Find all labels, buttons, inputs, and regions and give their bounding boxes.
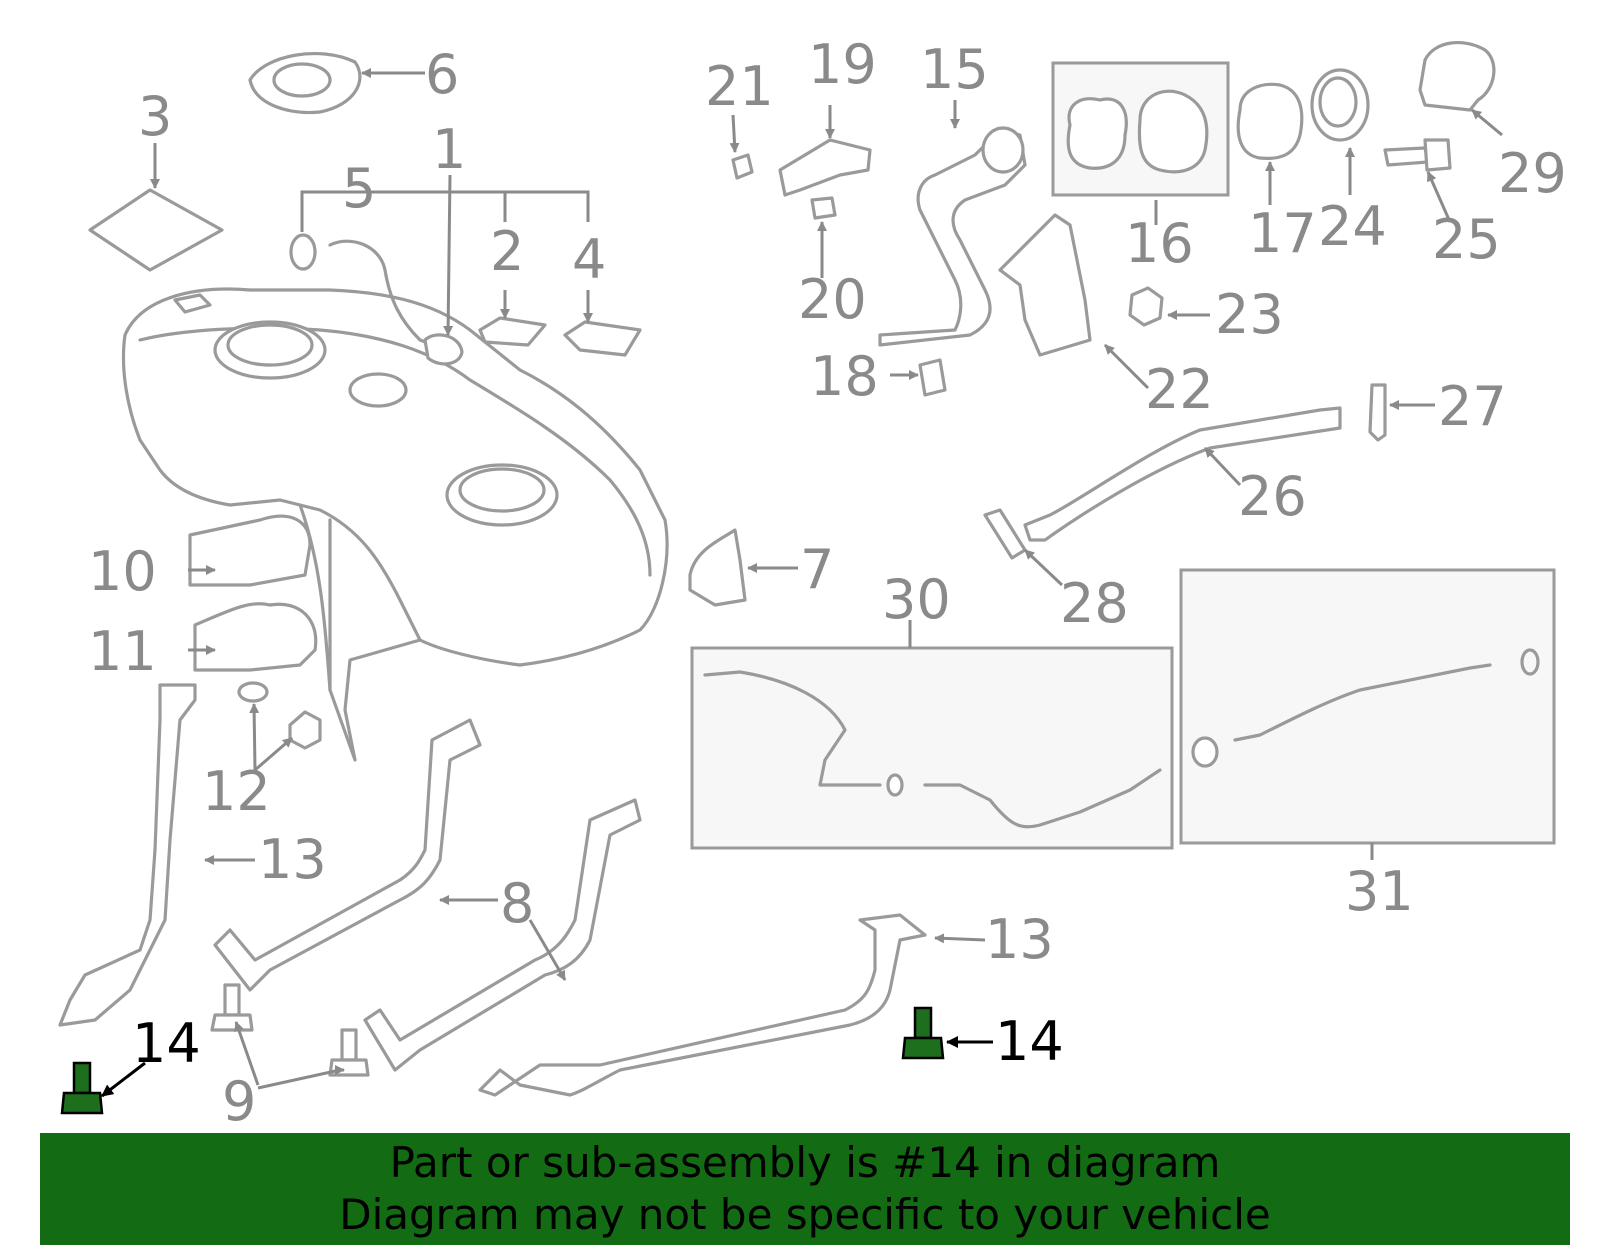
gaskets-parts-16-17-24	[1051, 61, 1370, 197]
callout-18: 18	[810, 345, 879, 408]
callout-13-right: 13	[985, 908, 1054, 971]
callout-11: 11	[88, 620, 157, 683]
bolt-part-14-right	[901, 1006, 945, 1060]
bracket-part-22	[998, 213, 1092, 357]
hose-part-26	[1023, 406, 1342, 542]
callout-29: 29	[1498, 142, 1567, 205]
filler-pipe-part-15	[878, 126, 1027, 347]
callout-12: 12	[202, 760, 271, 823]
callout-26: 26	[1238, 465, 1307, 528]
assembly-box-part-30	[690, 646, 1174, 850]
callout-19: 19	[808, 33, 877, 96]
callout-13-left: 13	[258, 828, 327, 891]
callout-28: 28	[1060, 572, 1129, 635]
bracket-part-7	[688, 528, 747, 607]
callout-3: 3	[138, 85, 172, 148]
callout-2: 2	[490, 220, 524, 283]
fuel-tank-drawing	[121, 287, 669, 762]
bolt-part-25	[1383, 138, 1452, 172]
hose-part-5	[289, 233, 464, 366]
strap-part-13-left	[58, 683, 197, 1027]
strap-parts-10-11	[188, 514, 318, 672]
strap-part-13-right	[478, 913, 927, 1097]
callout-21: 21	[705, 55, 774, 118]
callout-14-left: 14	[132, 1012, 201, 1075]
small-parts-18-19-20-21	[731, 138, 947, 397]
callout-1: 1	[432, 118, 466, 181]
callout-14-right: 14	[995, 1010, 1064, 1073]
callout-7: 7	[800, 538, 834, 601]
straps-part-8	[213, 718, 642, 1072]
leader-lines	[101, 68, 1503, 1098]
clip-part-27	[1368, 383, 1387, 442]
callout-16: 16	[1125, 212, 1194, 275]
callout-31: 31	[1345, 860, 1414, 923]
pads-parts-2-3-4-6	[88, 51, 642, 357]
bolts-part-9	[210, 983, 370, 1077]
bolt-part-14-left	[60, 1061, 104, 1115]
callout-6: 6	[425, 43, 459, 106]
cap-part-29	[1418, 41, 1496, 112]
grommet-nut-part-12	[237, 681, 322, 750]
callout-27: 27	[1438, 375, 1507, 438]
assembly-box-part-31	[1179, 568, 1556, 845]
callout-23: 23	[1215, 283, 1284, 346]
callout-10: 10	[88, 540, 157, 603]
callout-5: 5	[342, 157, 376, 220]
clip-part-28	[983, 508, 1027, 560]
callout-17: 17	[1248, 202, 1317, 265]
nut-part-23	[1128, 286, 1164, 327]
callout-30: 30	[882, 568, 951, 631]
callout-9: 9	[222, 1070, 256, 1133]
callout-20: 20	[798, 268, 867, 331]
callout-8: 8	[500, 872, 534, 935]
callout-labels: 1 2 3 4 5 6 7 8 9 10 11 12 13 13 14 14 1…	[88, 33, 1567, 1133]
banner-line-part: Part or sub-assembly is #14 in diagram	[389, 1138, 1221, 1187]
callout-24: 24	[1318, 195, 1387, 258]
callout-22: 22	[1145, 358, 1214, 421]
part-info-banner: Part or sub-assembly is #14 in diagram D…	[40, 1133, 1570, 1245]
callout-15: 15	[920, 38, 989, 101]
banner-line-disclaimer: Diagram may not be specific to your vehi…	[339, 1190, 1271, 1239]
callout-4: 4	[572, 228, 606, 291]
callout-25: 25	[1432, 208, 1501, 271]
